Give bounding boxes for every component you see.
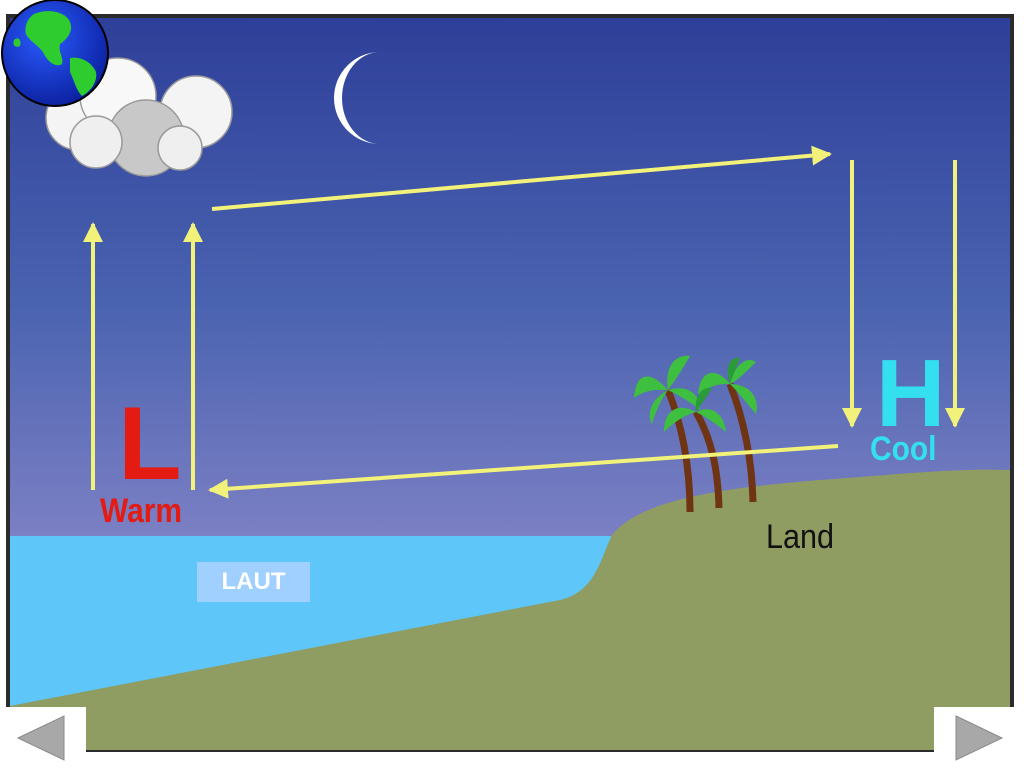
triangle-right-icon [955,715,1004,761]
surface-flow-arrow [208,444,839,499]
next-button[interactable] [934,707,1024,768]
cool-label: Cool [870,430,937,468]
high-pressure-label: H [876,340,946,447]
sea-label: LAUT [221,568,286,595]
warm-label: Warm [100,492,183,530]
land-label: Land [766,518,835,556]
upper-flow-arrow [211,145,832,211]
previous-button[interactable] [0,707,86,768]
crescent-moon-icon [334,52,380,144]
land [10,469,1010,750]
low-pressure-label: L [118,386,182,502]
triangle-left-icon [16,715,65,761]
circulation-arrows [83,145,965,499]
globe-icon [1,0,109,107]
sea-label-box: LAUT [197,562,310,602]
cloud-icon [45,57,233,177]
palm-tree-icon [634,355,757,513]
